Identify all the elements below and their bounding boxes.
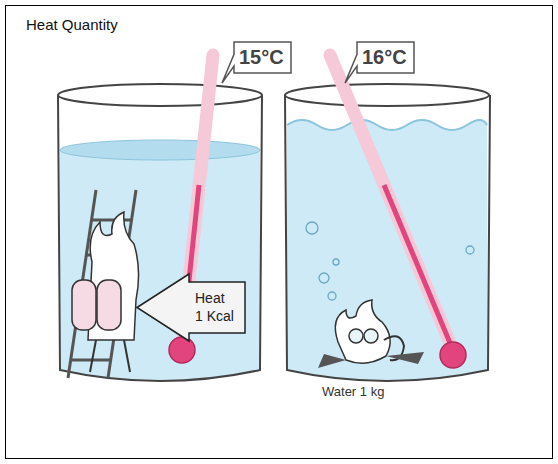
- diagram-title: Heat Quantity: [26, 16, 118, 33]
- air-tank: [97, 280, 121, 330]
- beaker-rim: [58, 84, 262, 106]
- temperature-tag: 16°C: [345, 42, 414, 73]
- beaker: [285, 95, 490, 381]
- flame-character: [335, 300, 390, 363]
- thermometer-bulb: [440, 342, 466, 368]
- temperature-value: 16°C: [362, 45, 407, 70]
- water-mass-label: Water 1 kg: [322, 384, 384, 399]
- bubble: [328, 292, 336, 300]
- bubble: [306, 222, 318, 234]
- water: [60, 150, 260, 380]
- heat-label: Heat 1 Kcal: [195, 290, 236, 325]
- thermometer-liquid: [384, 185, 450, 343]
- arrow-outline: [137, 274, 245, 341]
- tag-outline: [345, 42, 414, 83]
- water-waves: [287, 120, 487, 130]
- thermometer-bulb: [169, 337, 195, 363]
- beaker-rim: [285, 84, 489, 106]
- heat-arrow: Heat 1 Kcal: [137, 282, 245, 333]
- goggle: [364, 329, 378, 343]
- frame: [6, 6, 553, 459]
- bubble: [319, 273, 329, 283]
- ladder-rung: [71, 359, 111, 362]
- bubbles: [306, 222, 474, 300]
- water: [287, 120, 488, 380]
- beaker: [58, 95, 262, 381]
- ladder-rung: [92, 219, 132, 222]
- character-legs: [90, 340, 130, 372]
- ladder-rail: [68, 190, 96, 378]
- flippers: [318, 352, 424, 368]
- goggle: [349, 329, 363, 343]
- tag-outline: [222, 42, 291, 83]
- temperature-tag: 15°C: [222, 42, 291, 73]
- bubble: [333, 259, 339, 265]
- bubble: [466, 246, 474, 254]
- thermometer-tube: [330, 55, 450, 343]
- water-surface: [60, 140, 260, 160]
- air-tank: [72, 280, 96, 330]
- temperature-value: 15°C: [239, 45, 284, 70]
